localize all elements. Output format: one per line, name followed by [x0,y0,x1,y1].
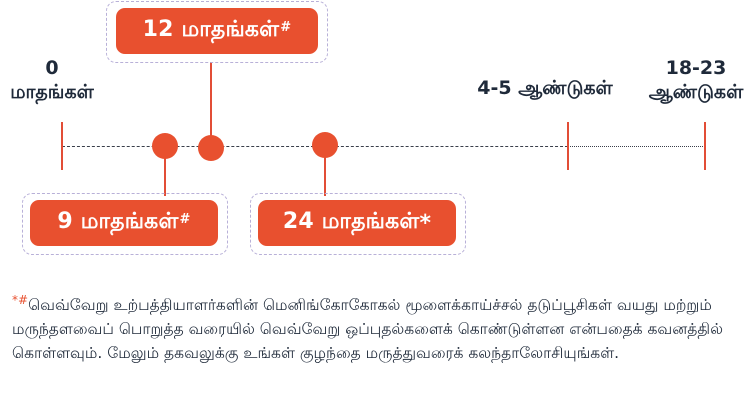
marker-stem-24-months [324,150,326,196]
marker-stem-9-months [164,150,166,196]
tick-label-0-months: 0 மாதங்கள் [0,56,104,104]
marker-dot-9-months [152,133,178,159]
tick-unit: ஆண்டுகள் [648,81,744,103]
marker-label-24-months: 24 மாதங்கள்* [258,200,456,246]
tick-mark-start [61,122,63,170]
marker-outline-24-months [250,193,466,255]
tick-unit: மாதங்கள் [10,81,94,103]
tick-mark-4-5-years [567,122,569,170]
footnote: *#வெவ்வேறு உற்பத்தியாளர்களின் மெனிங்கோகோ… [12,288,747,365]
marker-text: 9 மாதங்கள் [57,209,179,234]
tick-number: 0 [45,57,59,79]
tick-mark-18-23-years [704,122,706,170]
footnote-text: வெவ்வேறு உற்பத்தியாளர்களின் மெனிங்கோகோகல… [12,296,723,363]
marker-label-9-months: 9 மாதங்கள்# [30,200,218,246]
tick-label-4-5-years: 4-5 ஆண்டுகள் [477,77,613,99]
marker-outline-9-months [22,193,228,255]
marker-text: 12 மாதங்கள் [142,17,280,42]
footnote-mark: *# [12,293,29,307]
marker-stem-12-months [210,62,212,142]
tick-number: 18-23 [665,57,727,79]
marker-dot-12-months [198,135,224,161]
tick-label-18-23-years: 18-23 ஆண்டுகள் [640,56,752,104]
marker-symbol: # [280,19,292,35]
timeline-axis-dotted [568,146,705,147]
marker-text: 24 மாதங்கள் [282,209,420,234]
marker-dot-24-months [312,132,338,158]
marker-symbol: # [179,211,191,227]
marker-outline-12-months [106,1,328,63]
marker-label-12-months: 12 மாதங்கள்# [116,8,318,54]
marker-symbol: * [419,210,432,236]
